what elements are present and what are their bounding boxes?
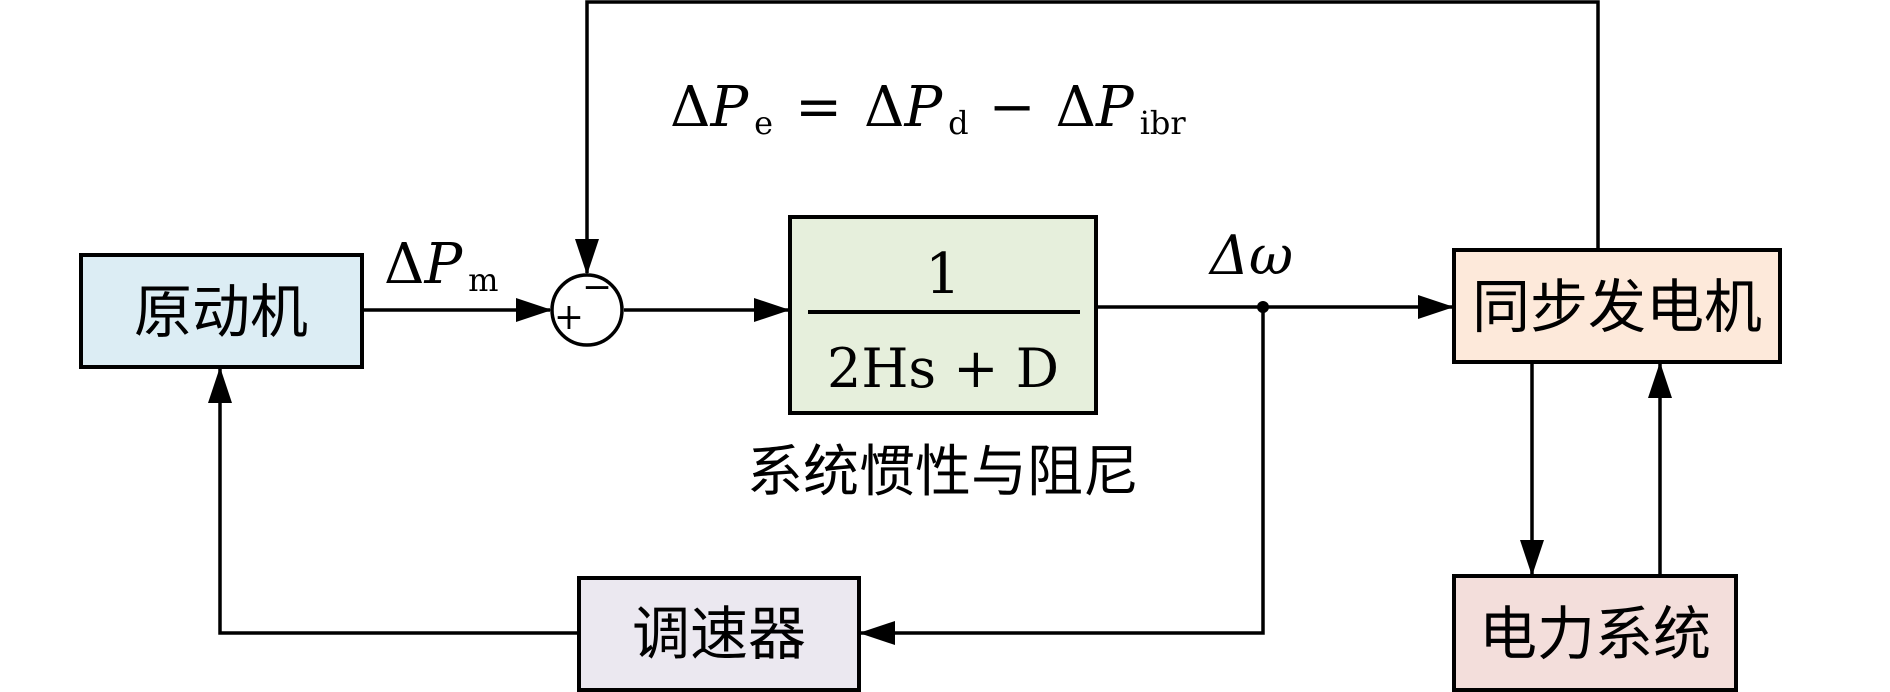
power-system-label: 电力系统 [1479, 600, 1711, 668]
prime-mover-label: 原动机 [134, 278, 308, 346]
wire-electrical-power-feedback [575, 0, 1600, 275]
inertia-damping-block: 1 2Hs + D [788, 215, 1098, 415]
minus-sign: − [582, 267, 612, 308]
generator-label: 同步发电机 [1472, 273, 1762, 341]
transfer-function-numerator: 1 [925, 242, 961, 307]
summing-junction: + − [550, 267, 624, 347]
power-system-block: 电力系统 [1452, 574, 1738, 692]
plus-sign: + [554, 297, 584, 338]
prime-mover-block: 原动机 [79, 253, 364, 369]
synchronous-generator-block: 同步发电机 [1452, 248, 1782, 364]
inertia-damping-caption: 系统惯性与阻尼 [747, 440, 1139, 505]
transfer-function-denominator: 2Hs + D [827, 337, 1059, 400]
governor-block: 调速器 [577, 576, 861, 692]
wire-governor-to-prime-mover [208, 367, 577, 635]
governor-label: 调速器 [632, 600, 806, 668]
delta-omega-label: Δω [1208, 224, 1293, 287]
wire-omega-to-governor [859, 307, 1265, 645]
